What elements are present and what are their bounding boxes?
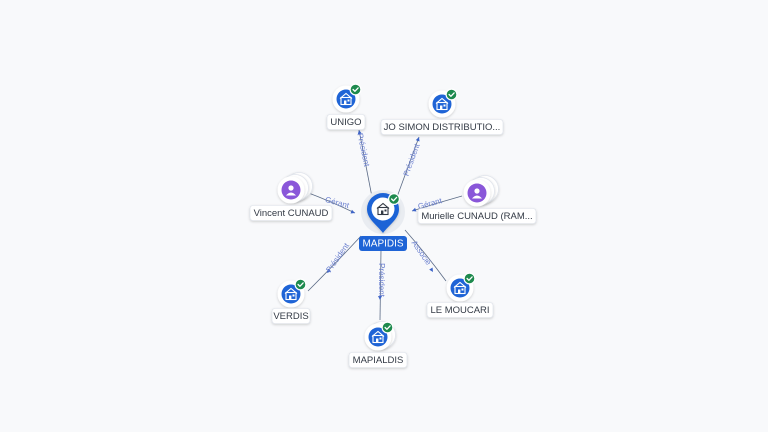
node-moucari[interactable]: LE MOUCARI (426, 272, 494, 318)
edge-moucari: Associé (404, 229, 447, 282)
node-label: UNIGO (330, 117, 361, 128)
edge-arrow (327, 268, 332, 273)
node-label: Vincent CUNAUD (254, 208, 329, 219)
edge-arrow (412, 207, 417, 212)
edge-label: Président (355, 132, 371, 168)
check-badge-icon (463, 272, 476, 285)
building-icon (453, 281, 467, 295)
node-josimon[interactable]: JO SIMON DISTRIBUTIO... (380, 88, 504, 135)
edge-unigo: Président (355, 129, 373, 198)
edge-mapialdis: Président (377, 249, 386, 321)
node-label: VERDIS (273, 311, 308, 322)
edge-line (379, 249, 382, 321)
node-label-box: Vincent CUNAUD (249, 205, 333, 221)
building-icon (376, 202, 390, 216)
node-label-box: UNIGO (326, 114, 366, 130)
check-badge-icon (294, 278, 307, 291)
node-label-box: MAPIALDIS (348, 352, 408, 368)
edge-arrow (357, 130, 362, 135)
edge-arrow (429, 267, 433, 272)
building-icon (435, 97, 449, 111)
node-unigo[interactable]: UNIGO (326, 83, 366, 130)
edge-label: Président (324, 241, 351, 274)
building-icon (371, 330, 385, 344)
node-label-box: JO SIMON DISTRIBUTIO... (380, 119, 504, 135)
building-icon (284, 287, 298, 301)
edge-line (307, 235, 362, 292)
node-label-box: Murielle CUNAUD (RAM... (417, 208, 537, 224)
nodes-layer: UNIGO JO SIMON DISTRIBUTIO... Vincent CUNA… (249, 83, 537, 368)
check-badge-icon (349, 83, 362, 96)
edge-line (396, 136, 420, 198)
center-label: MAPIDIS (362, 239, 403, 250)
node-label: LE MOUCARI (430, 305, 489, 316)
edge-arrow (378, 296, 382, 300)
building-icon (339, 92, 353, 106)
edge-label: Associé (410, 239, 434, 268)
edge-arrow (350, 209, 355, 214)
edge-josimon: Président (396, 136, 422, 198)
node-label: Murielle CUNAUD (RAM... (421, 211, 532, 222)
node-label-box: LE MOUCARI (426, 302, 494, 318)
node-label: JO SIMON DISTRIBUTIO... (384, 122, 501, 133)
person-icon (286, 185, 296, 196)
edge-label: Président (402, 142, 422, 178)
center-label-badge: MAPIDIS (359, 236, 407, 251)
check-badge-icon (445, 88, 458, 101)
check-badge-icon (388, 193, 401, 206)
edge-line (358, 129, 373, 198)
person-icon (472, 188, 482, 199)
edge-verdis: Président (307, 235, 362, 292)
node-label-box: VERDIS (271, 308, 311, 324)
center-node[interactable]: MAPIDIS (359, 190, 407, 251)
node-murielle[interactable]: Murielle CUNAUD (RAM... (417, 175, 537, 224)
node-vincent[interactable]: Vincent CUNAUD (249, 172, 333, 221)
edge-line (404, 229, 447, 282)
edge-arrow (415, 137, 420, 142)
node-verdis[interactable]: VERDIS (271, 278, 311, 324)
check-badge-icon (381, 321, 394, 334)
edge-line (411, 195, 463, 212)
center-inner (371, 197, 395, 221)
node-mapialdis[interactable]: MAPIALDIS (348, 321, 408, 368)
edge-label: Président (377, 263, 386, 298)
node-label: MAPIALDIS (353, 355, 404, 366)
